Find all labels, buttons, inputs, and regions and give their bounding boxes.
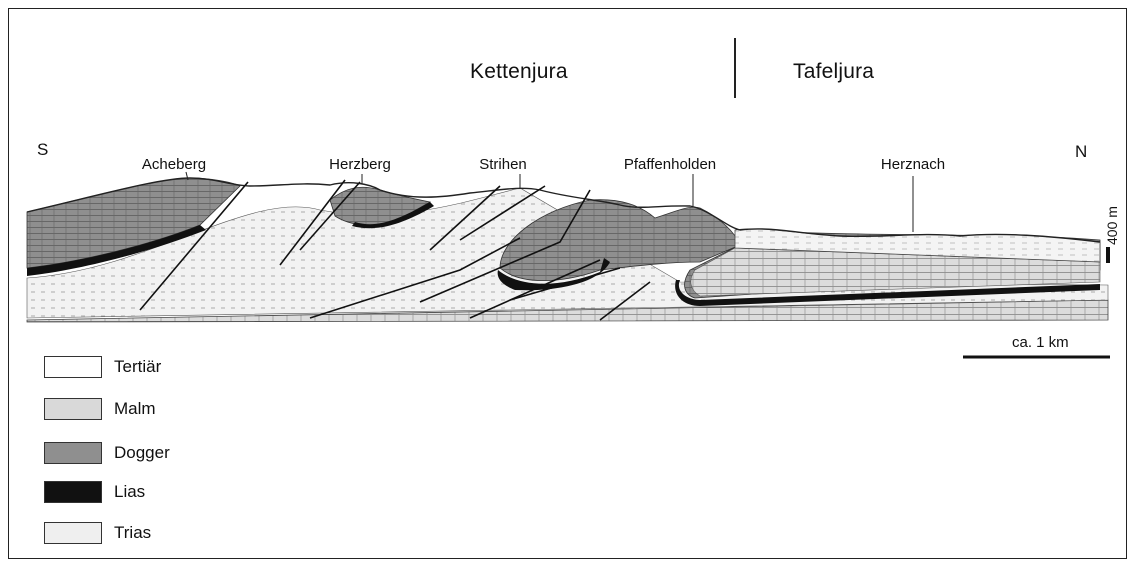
legend-swatch-tertiaer (44, 356, 102, 378)
legend-swatch-malm (44, 398, 102, 420)
legend-label-trias: Trias (114, 522, 151, 544)
legend-swatch-dogger (44, 442, 102, 464)
legend-label-malm: Malm (114, 398, 156, 420)
legend-label-tertiaer: Tertiär (114, 356, 161, 378)
vertical-scale-label: 400 m (1104, 206, 1120, 245)
legend-label-lias: Lias (114, 481, 145, 503)
horizontal-scale-label: ca. 1 km (1012, 334, 1069, 351)
legend-label-dogger: Dogger (114, 442, 170, 464)
legend-swatch-trias (44, 522, 102, 544)
legend-swatch-lias (44, 481, 102, 503)
